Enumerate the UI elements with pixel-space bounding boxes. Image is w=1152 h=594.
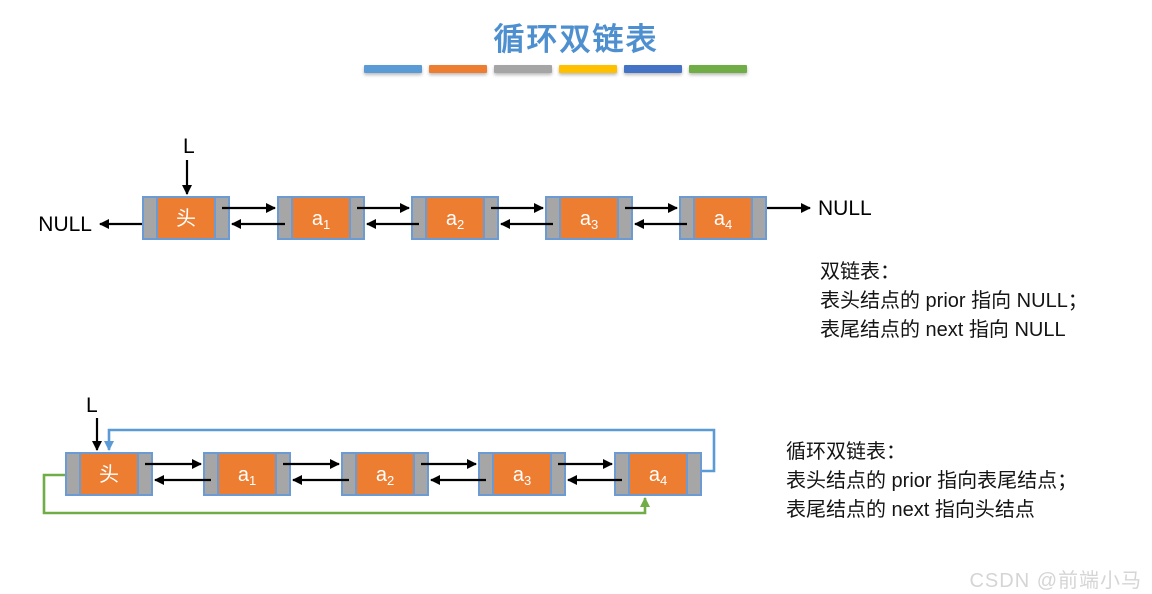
note-line: 表头结点的 prior 指向表尾结点； [786, 470, 1078, 492]
page-title: 循环双链表 [493, 22, 659, 57]
node-data-cell [628, 452, 688, 496]
list-pointer-label: L [86, 394, 98, 417]
node-data-cell [492, 452, 552, 496]
node-data-cell [559, 196, 619, 240]
node-data-cell [693, 196, 753, 240]
node-data-cell [291, 196, 351, 240]
note-line: 双链表： [820, 261, 900, 283]
divider-bar-green [689, 65, 747, 73]
divider-bar-darkblue [624, 65, 682, 73]
csdn-watermark: CSDN @前端小马 [969, 570, 1142, 592]
null-left-label: NULL [38, 213, 92, 236]
tail-next-to-head-loop [104, 428, 716, 473]
note-line: 表尾结点的 next 指向头结点 [786, 499, 1035, 521]
divider-bar-blue [364, 65, 422, 73]
note-circular-doubly-linked-list: 循环双链表： 表头结点的 prior 指向表尾结点； 表尾结点的 next 指向… [786, 438, 1077, 525]
divider-bars [364, 65, 747, 73]
note-line: 循环双链表： [786, 441, 906, 463]
head-prior-to-tail-loop [42, 473, 650, 515]
node-data-cell [425, 196, 485, 240]
node-data-cell [79, 452, 139, 496]
node-data-cell [217, 452, 277, 496]
note-line: 表尾结点的 next 指向 NULL [820, 319, 1066, 341]
note-plain-doubly-linked-list: 双链表： 表头结点的 prior 指向 NULL； 表尾结点的 next 指向 … [820, 258, 1088, 345]
divider-bar-gray [494, 65, 552, 73]
node-data-cell [355, 452, 415, 496]
node-label: 头 [176, 207, 196, 230]
node-label: 头 [99, 463, 119, 486]
list-pointer-label: L [183, 135, 195, 158]
null-right-label: NULL [818, 197, 872, 220]
divider-bar-yellow [559, 65, 617, 73]
divider-bar-orange [429, 65, 487, 73]
note-line: 表头结点的 prior 指向 NULL； [820, 290, 1088, 312]
node-data-cell [156, 196, 216, 240]
